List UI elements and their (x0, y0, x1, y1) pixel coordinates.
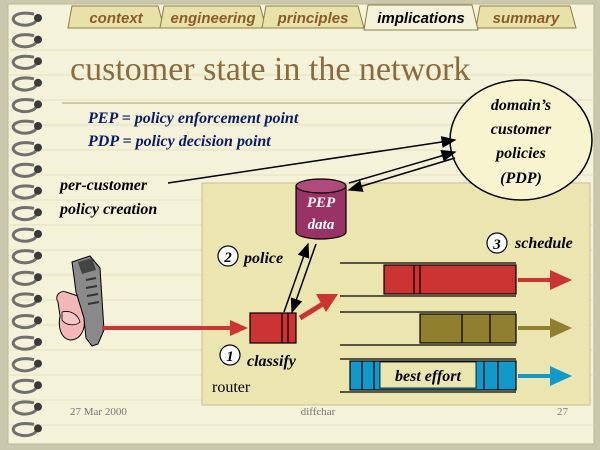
classified-arrowhead (316, 294, 338, 312)
tab-implications[interactable]: implications (363, 4, 479, 31)
spiral-ring (11, 400, 38, 416)
classifier-to-db-arrow (283, 242, 310, 313)
classified-flow-arrow (298, 299, 328, 321)
spiral-binding-icon (11, 11, 42, 438)
step-number: 3 (492, 237, 501, 253)
spiral-ring (11, 335, 38, 351)
spiral-hole (34, 143, 42, 152)
step-schedule: 3 schedule (486, 232, 573, 254)
tab-principles[interactable]: principles (261, 5, 365, 29)
spiral-ring (11, 227, 38, 243)
pdp-definition: PDP = policy decision point (87, 133, 271, 150)
tab-engineering[interactable]: engineering (159, 5, 267, 29)
footer-page-number: 27 (557, 406, 569, 418)
step-police: 2 police (217, 245, 283, 267)
bubble-line-1: domain’s (491, 97, 551, 114)
spiral-ring (11, 162, 38, 178)
queue-best-effort (340, 358, 572, 393)
tab-label: summary (493, 10, 560, 27)
phone-hand-icon (56, 255, 105, 347)
spiral-ring (11, 249, 38, 265)
spiral-hole (34, 208, 42, 217)
spiral-ring (11, 119, 38, 135)
spiral-hole (34, 100, 42, 109)
spiral-hole (34, 14, 42, 22)
pep-data-line-1: PEP (307, 195, 336, 211)
step-label: classify (247, 353, 297, 370)
spiral-hole (34, 381, 42, 390)
tab-label: engineering (170, 10, 255, 27)
spiral-hole (34, 294, 42, 303)
spiral-ring (11, 184, 38, 200)
spiral-ring (11, 141, 38, 157)
router-label: router (212, 379, 251, 396)
spiral-hole (34, 251, 42, 260)
spiral-ring (11, 378, 38, 394)
policy-creation-arrow (167, 136, 457, 184)
pep-definition: PEP = policy enforcement point (87, 110, 299, 127)
spiral-ring (11, 206, 38, 222)
spiral-ring (11, 54, 38, 70)
tab-label: principles (277, 10, 349, 27)
tab-bar: context engineering principles summary i… (67, 4, 577, 31)
queue-red (340, 262, 572, 297)
spiral-ring (11, 270, 38, 286)
bubble-line-2: customer (491, 121, 552, 138)
database-cylinder-icon (295, 178, 347, 240)
footer-date: 27 Mar 2000 (70, 406, 127, 418)
spiral-hole (34, 273, 42, 282)
spiral-hole (34, 57, 42, 66)
db-to-pdp-arrow (348, 150, 457, 184)
tab-label: implications (377, 10, 465, 27)
spiral-hole (34, 402, 42, 411)
spiral-hole (34, 424, 42, 433)
tab-summary[interactable]: summary (475, 5, 577, 29)
classifier-box (249, 312, 297, 344)
incoming-arrowhead (230, 320, 248, 336)
spiral-ring (11, 314, 38, 330)
bubble-line-3: policies (494, 145, 546, 162)
spiral-ring (11, 76, 38, 92)
step-label: schedule (514, 235, 573, 252)
footer-center: diffchar (301, 406, 336, 418)
step-number: 2 (223, 250, 232, 266)
spiral-ring (11, 292, 38, 308)
step-label: police (242, 250, 283, 267)
tab-label: context (89, 10, 143, 27)
spiral-hole (34, 186, 42, 195)
db-to-classifier-arrow (290, 243, 317, 314)
spiral-hole (34, 78, 42, 87)
spiral-hole (34, 230, 42, 238)
step-number: 1 (226, 349, 234, 365)
per-customer-line-1: per-customer (58, 177, 148, 194)
spiral-ring (11, 11, 38, 27)
step-classify: 1 classify (219, 344, 297, 370)
spiral-hole (34, 338, 42, 346)
pep-data-line-2: data (308, 217, 335, 233)
queue-olive (340, 311, 572, 346)
spiral-hole (34, 316, 42, 325)
spiral-ring (11, 357, 38, 373)
pdp-to-db-arrow (347, 157, 456, 192)
spiral-ring (11, 33, 38, 49)
tab-context[interactable]: context (67, 5, 165, 29)
spiral-hole (34, 35, 42, 44)
spiral-hole (34, 359, 42, 368)
spiral-hole (34, 122, 42, 130)
page-title: customer state in the network (70, 51, 470, 88)
per-customer-line-2: policy creation (58, 201, 157, 218)
best-effort-label: best effort (395, 368, 461, 385)
spiral-hole (34, 165, 42, 174)
bubble-line-4: (PDP) (500, 170, 542, 187)
spiral-ring (11, 422, 38, 438)
spiral-ring (11, 98, 38, 114)
